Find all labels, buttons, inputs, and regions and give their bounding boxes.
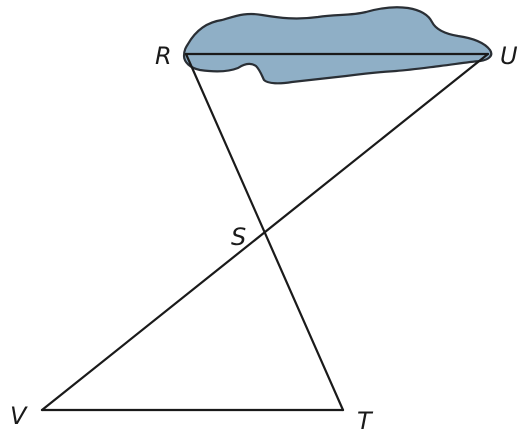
label-U: U [500,42,518,70]
segment-UV [40,52,490,412]
lake-region [182,6,493,85]
label-R: R [155,42,172,70]
label-V: V [10,402,28,430]
label-S: S [231,223,246,251]
label-T: T [357,407,374,434]
